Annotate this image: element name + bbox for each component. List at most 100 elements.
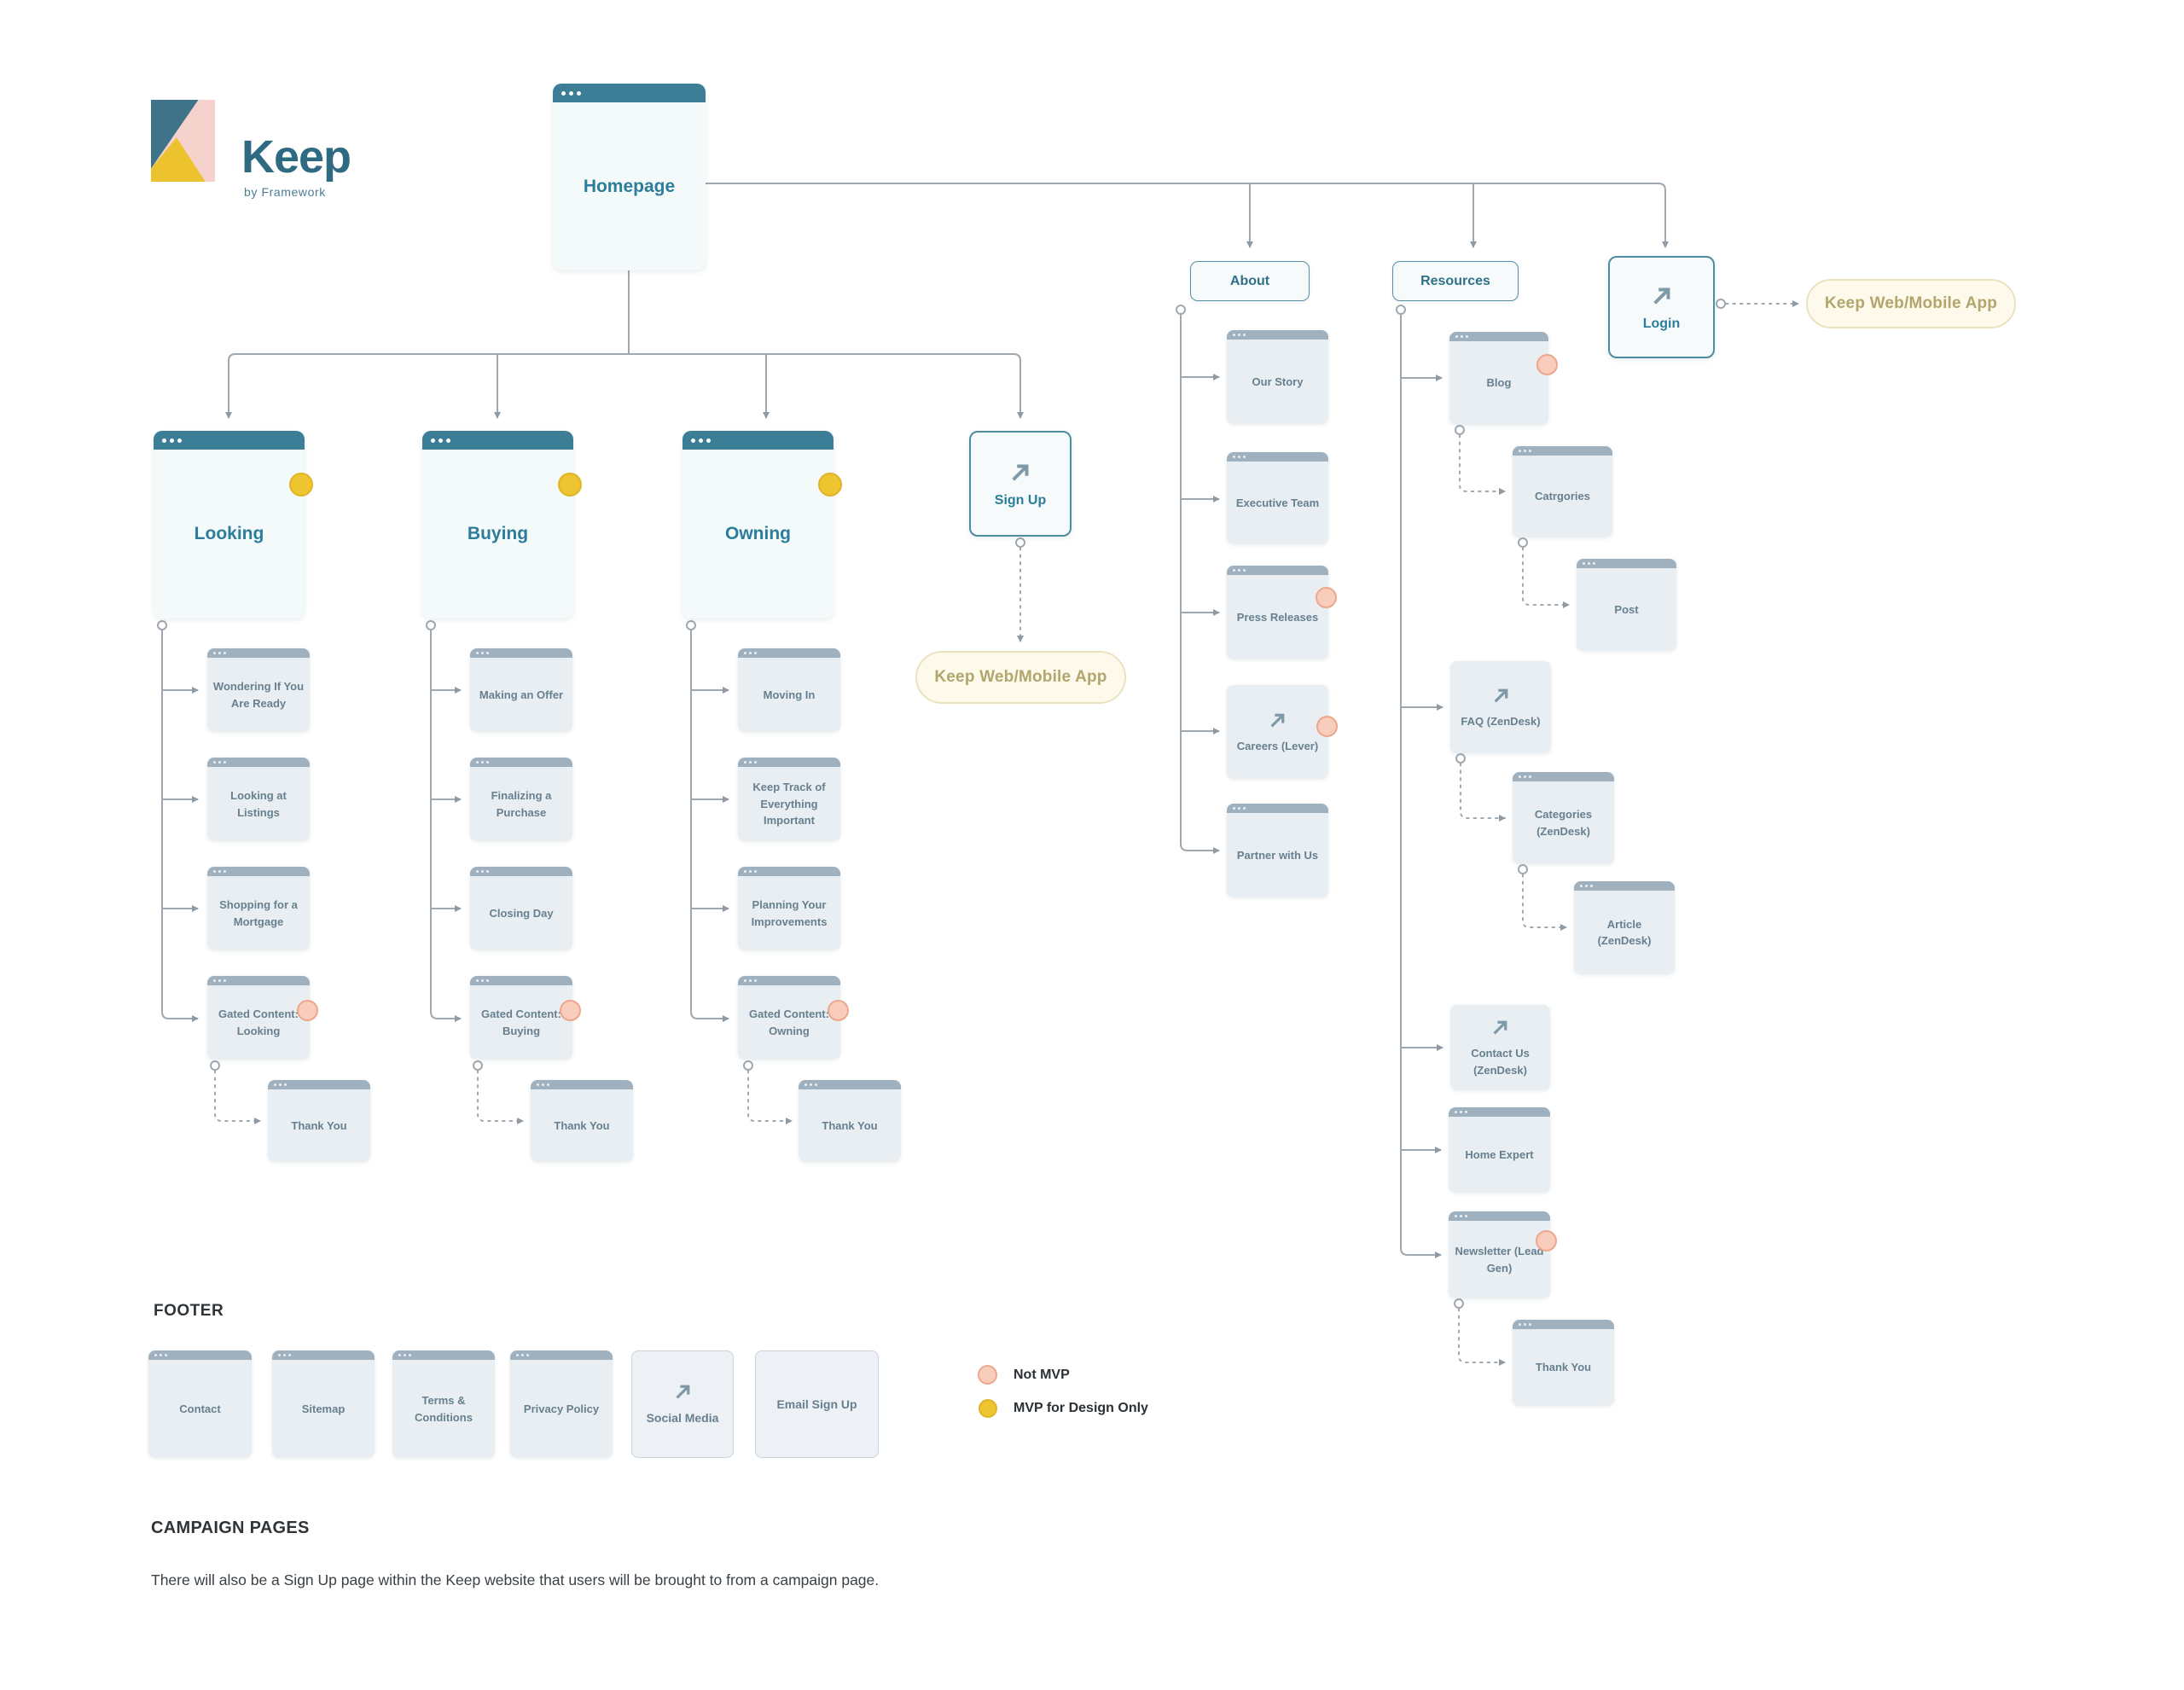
node-label: Our Story [1252, 375, 1304, 388]
node-homepage[interactable]: Homepage [553, 84, 706, 270]
node-label: Finalizing a Purchase [491, 789, 552, 819]
node-gated-content-buying[interactable]: Gated Content: Buying [470, 976, 581, 1060]
node-gated-content-owning[interactable]: Gated Content: Owning [738, 976, 849, 1060]
node-contact-us-zendesk[interactable]: Contact Us (ZenDesk) [1450, 1005, 1550, 1090]
window-title-bar [1227, 804, 1328, 813]
node-moving-in[interactable]: Moving In [738, 648, 840, 732]
campaign-pages-body: There will also be a Sign Up page within… [151, 1571, 880, 1588]
external-link-icon [1493, 1020, 1507, 1035]
node-keep-track[interactable]: Keep Track of Everything Important [738, 758, 840, 841]
node-label: Sign Up [994, 492, 1047, 508]
node-looking[interactable]: Looking [154, 431, 313, 619]
node-owning[interactable]: Owning [682, 431, 842, 619]
node-label: Contact [179, 1402, 221, 1415]
window-title-bar [553, 84, 706, 102]
logo-tagline: by Framework [244, 185, 326, 199]
node-keep-app-signup[interactable]: Keep Web/Mobile App [915, 651, 1126, 704]
node-footer-contact[interactable]: Contact [148, 1350, 252, 1458]
window-title-bar [268, 1080, 370, 1089]
campaign-pages-title: CAMPAIGN PAGES [151, 1519, 310, 1537]
node-resources[interactable]: Resources [1392, 261, 1519, 301]
node-label: Terms & Conditions [415, 1394, 473, 1424]
node-label: Contact Us (ZenDesk) [1471, 1047, 1530, 1077]
window-title-bar [154, 431, 305, 450]
window-title-bar [207, 758, 310, 767]
window-title-bar [1513, 446, 1612, 456]
node-categories-zendesk[interactable]: Categories (ZenDesk) [1513, 772, 1614, 864]
node-label: Partner with Us [1236, 848, 1319, 862]
node-careers-lever[interactable]: Careers (Lever) [1227, 685, 1338, 779]
node-making-an-offer[interactable]: Making an Offer [470, 648, 572, 732]
legend-not-mvp-label: Not MVP [1014, 1368, 1070, 1382]
node-footer-privacy-policy[interactable]: Privacy Policy [510, 1350, 613, 1458]
node-label: Thank You [291, 1118, 347, 1132]
node-faq-zendesk[interactable]: FAQ (ZenDesk) [1450, 661, 1551, 753]
node-thank-you-owning[interactable]: Thank You [799, 1080, 901, 1162]
node-label: Gated Content: Buying [481, 1008, 561, 1037]
node-post[interactable]: Post [1577, 559, 1676, 651]
not-mvp-badge [827, 999, 849, 1021]
node-label: Keep Track of Everything Important [752, 781, 826, 828]
node-label: Categories (ZenDesk) [1534, 808, 1593, 838]
keep-logo-icon [151, 100, 215, 182]
external-link-icon [1012, 464, 1029, 481]
node-footer-email-sign-up[interactable]: Email Sign Up [755, 1350, 879, 1458]
node-label: Blog [1486, 376, 1512, 390]
node-footer-social-media[interactable]: Social Media [631, 1350, 734, 1458]
node-label: Owning [725, 524, 791, 543]
node-label: Buying [467, 524, 529, 543]
node-label: Privacy Policy [523, 1402, 600, 1415]
window-title-bar [470, 867, 572, 876]
window-title-bar [738, 976, 840, 985]
node-footer-sitemap[interactable]: Sitemap [272, 1350, 375, 1458]
not-mvp-badge [559, 999, 581, 1021]
node-label: Social Media [646, 1411, 719, 1425]
node-label: Home Expert [1465, 1147, 1534, 1161]
node-label: Homepage [583, 176, 676, 196]
node-newsletter-lead-gen[interactable]: Newsletter (Lead Gen) [1449, 1211, 1557, 1298]
node-blog[interactable]: Blog [1449, 332, 1558, 425]
node-home-expert[interactable]: Home Expert [1449, 1107, 1550, 1193]
node-executive-team[interactable]: Executive Team [1227, 452, 1328, 544]
node-shopping-for-a-mortgage[interactable]: Shopping for a Mortgage [207, 867, 310, 950]
node-wondering-if-you-are-ready[interactable]: Wondering If You Are Ready [207, 648, 310, 732]
node-planning-your-improvements[interactable]: Planning Your Improvements [738, 867, 840, 950]
window-title-bar [422, 431, 573, 450]
mvp-design-only-badge [289, 473, 313, 497]
node-finalizing-a-purchase[interactable]: Finalizing a Purchase [470, 758, 572, 841]
node-footer-terms-conditions[interactable]: Terms & Conditions [392, 1350, 495, 1458]
node-label: About [1229, 273, 1270, 288]
node-label: Wondering If You Are Ready [212, 680, 305, 710]
node-thank-you-looking[interactable]: Thank You [268, 1080, 370, 1162]
node-buying[interactable]: Buying [422, 431, 582, 619]
node-thank-you-buying[interactable]: Thank You [531, 1080, 633, 1162]
node-looking-at-listings[interactable]: Looking at Listings [207, 758, 310, 841]
node-catrgories[interactable]: Catrgories [1513, 446, 1612, 537]
footer-section-title: FOOTER [154, 1302, 224, 1320]
node-about[interactable]: About [1190, 261, 1310, 301]
window-title-bar [207, 976, 310, 985]
window-title-bar [1449, 1211, 1550, 1221]
node-login[interactable]: Login [1608, 256, 1715, 358]
node-label: Catrgories [1534, 490, 1591, 503]
window-title-bar [1227, 452, 1328, 462]
window-title-bar [799, 1080, 901, 1089]
external-link-icon [1270, 713, 1285, 728]
node-label: Looking [194, 524, 264, 543]
node-thank-you-resources[interactable]: Thank You [1513, 1320, 1614, 1406]
node-label: Planning Your Improvements [751, 898, 828, 928]
node-label: Email Sign Up [776, 1397, 857, 1411]
node-closing-day[interactable]: Closing Day [470, 867, 572, 950]
external-link-icon [675, 1385, 689, 1399]
node-keep-app-login[interactable]: Keep Web/Mobile App [1806, 279, 2016, 328]
node-sign-up[interactable]: Sign Up [969, 431, 1072, 537]
node-gated-content-looking[interactable]: Gated Content: Looking [207, 976, 318, 1060]
node-article-zendesk[interactable]: Article (ZenDesk) [1574, 881, 1675, 974]
node-label: Sitemap [301, 1402, 346, 1415]
node-partner-with-us[interactable]: Partner with Us [1227, 804, 1328, 897]
node-press-releases[interactable]: Press Releases [1227, 566, 1337, 659]
window-title-bar [392, 1350, 495, 1360]
node-our-story[interactable]: Our Story [1227, 330, 1328, 424]
